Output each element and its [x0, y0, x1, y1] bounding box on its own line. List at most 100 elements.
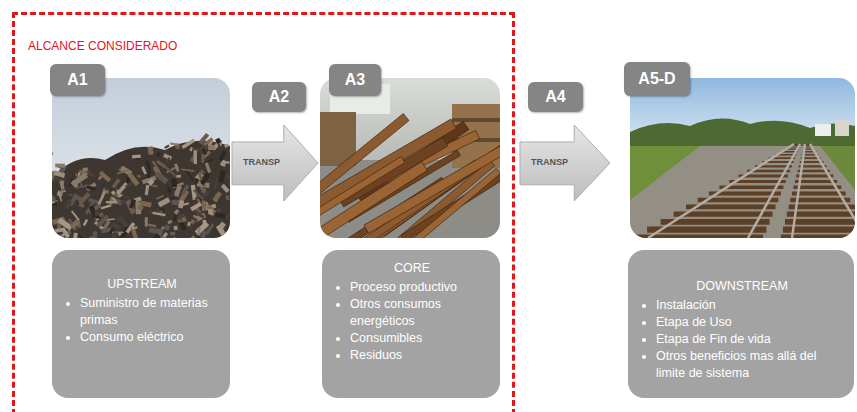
pallet-gap — [452, 118, 500, 122]
rail — [648, 144, 794, 238]
scrap-piece — [174, 186, 181, 197]
scrap-piece — [173, 225, 178, 230]
scrap-piece — [112, 178, 121, 188]
scrap-piece — [149, 227, 164, 235]
scrap-piece — [171, 237, 178, 238]
scrap-piece — [69, 194, 73, 196]
scrap-piece — [83, 167, 88, 171]
scrap-piece — [195, 197, 200, 200]
scrap-piece — [198, 227, 201, 235]
stage-box: COREProceso productivoOtros consumos ene… — [322, 250, 500, 398]
scrap-piece — [187, 216, 198, 229]
scrap-piece — [174, 209, 180, 215]
scrap-piece — [200, 172, 211, 185]
track-photo — [630, 78, 855, 238]
scrap-piece — [156, 195, 164, 200]
stage-item: Etapa de Uso — [656, 314, 844, 331]
scrap-piece — [165, 157, 171, 163]
scrap-piece — [83, 238, 97, 239]
scrap-piece — [145, 185, 150, 195]
photo-sky — [52, 78, 230, 238]
scrap-piece — [120, 199, 126, 205]
rails-photo — [320, 78, 500, 238]
stage-code: A1 — [67, 71, 87, 89]
rail — [792, 144, 805, 238]
scrap-piece — [163, 232, 169, 238]
scrap-piece — [199, 145, 208, 155]
scrap-piece — [171, 200, 179, 206]
scrap-piece — [152, 212, 165, 217]
scrap-piece — [206, 223, 215, 234]
scrap-piece — [170, 143, 179, 146]
scrap-piece — [146, 160, 152, 170]
stage-tag: A2 — [252, 82, 306, 112]
scrap-piece — [117, 169, 130, 174]
scrap-piece — [132, 226, 138, 229]
scrap-piece — [181, 185, 190, 195]
scrap-piece — [218, 170, 226, 183]
scrap-piece — [152, 160, 156, 166]
scrap-piece — [52, 149, 53, 158]
scrap-piece — [202, 148, 207, 155]
scrap-piece — [187, 221, 191, 226]
scrap-piece — [181, 168, 194, 171]
scrap-pieces — [52, 133, 230, 238]
scrap-piece — [156, 152, 161, 157]
grass — [630, 146, 700, 200]
scrap-piece — [219, 222, 226, 229]
transport-label: TRANSP — [243, 157, 280, 168]
scrap-piece — [221, 184, 230, 193]
scrap-piece — [167, 187, 172, 193]
scrap-piece — [191, 220, 195, 224]
scrap-piece — [208, 209, 213, 215]
stage-heading: CORE — [334, 260, 490, 277]
scrap-piece — [87, 169, 92, 174]
scrap-piece — [71, 210, 80, 221]
scrap-piece — [202, 200, 206, 211]
scrap-piece — [215, 138, 221, 145]
rail — [810, 144, 855, 238]
scrap-piece — [167, 220, 172, 224]
scrap-piece — [173, 215, 178, 222]
stage-box: UPSTREAMSuministro de materias primasCon… — [52, 250, 230, 398]
scrap-piece — [116, 190, 120, 198]
scrap-piece — [208, 145, 215, 150]
stage-code: A2 — [269, 88, 289, 106]
scrap-piece — [170, 232, 175, 235]
scrap-piece — [155, 171, 169, 184]
stage-item: Consumibles — [350, 330, 490, 347]
scrap-piece — [87, 186, 96, 190]
scrap-piece — [226, 161, 229, 164]
stage-code: A5-D — [638, 70, 675, 88]
scrap-piece — [99, 171, 111, 183]
scrap-piece — [147, 146, 153, 155]
scrap-piece — [181, 139, 195, 149]
stage-code: A3 — [345, 71, 365, 89]
scrap-piece — [60, 180, 65, 186]
scrap-piece — [86, 182, 97, 191]
scrap-piece — [198, 133, 209, 145]
scrap-piece — [219, 151, 227, 162]
scrap-piece — [195, 178, 199, 183]
scrap-piece — [78, 234, 86, 238]
scrap-piece — [177, 213, 189, 223]
sleeper — [787, 212, 855, 217]
scrap-piece — [185, 170, 193, 181]
scrap-piece — [201, 231, 207, 238]
scrap-piece — [111, 190, 116, 195]
scrap-piece — [64, 199, 72, 208]
stage-item: Residuos — [350, 347, 490, 364]
track — [633, 144, 855, 238]
scrap-piece — [58, 191, 63, 201]
scrap-piece — [181, 217, 186, 223]
stage-item: Instalación — [656, 297, 844, 314]
scrap-piece — [52, 231, 53, 237]
scrap-piece — [178, 200, 184, 208]
scrap-piece — [224, 144, 229, 148]
scrap-piece — [80, 182, 84, 188]
transport-arrow: TRANSP — [519, 124, 611, 202]
stage-tag: A1 — [50, 64, 105, 96]
scrap-piece — [137, 175, 141, 178]
scrap-piece — [190, 202, 202, 211]
scrap-piece — [98, 190, 107, 204]
